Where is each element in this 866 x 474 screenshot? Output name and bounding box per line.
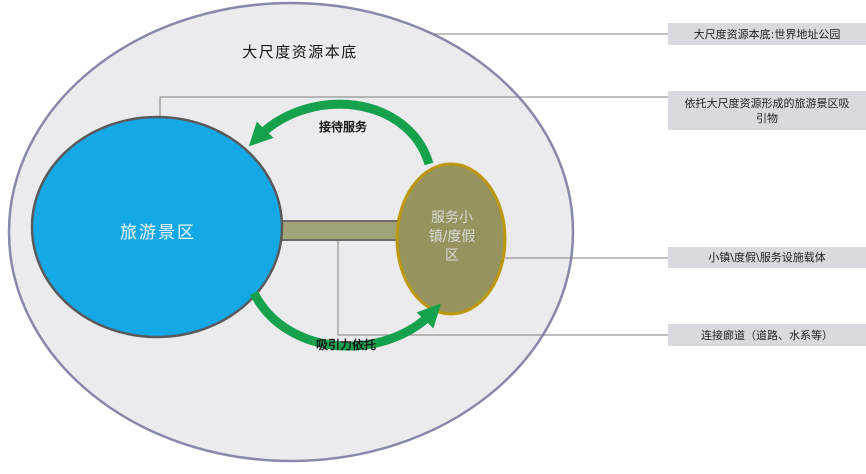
connector-line-corridor xyxy=(337,240,668,336)
service-town-label-line1: 服务小 xyxy=(431,210,473,226)
reception-service-label: 接待服务 xyxy=(318,120,367,134)
annotation-corridor: 连接廊道（道路、水系等） xyxy=(668,324,866,346)
connecting-corridor-bar xyxy=(271,220,407,241)
attraction-reliance-label: 吸引力依托 xyxy=(315,338,376,352)
service-town-label: 服务小 镇/度假 区 xyxy=(410,209,494,266)
annotation-resource-base: 大尺度资源本底:世界地址公园 xyxy=(668,23,866,45)
annotation-attraction: 依托大尺度资源形成的旅游景区吸引物 xyxy=(668,91,866,130)
attraction-reliance-arrow xyxy=(249,290,442,351)
service-town-ellipse xyxy=(395,162,507,316)
reception-service-arrow xyxy=(248,99,434,166)
annotation-town-carrier: 小镇\度假\服务设施载体 xyxy=(668,247,866,268)
service-town-label-line3: 区 xyxy=(445,248,459,264)
scenic-area-label: 旅游景区 xyxy=(120,223,196,243)
service-town-label-line2: 镇/度假 xyxy=(428,229,476,245)
connector-line-attraction xyxy=(159,96,668,117)
resource-base-title: 大尺度资源本底 xyxy=(242,43,358,61)
scenic-area-ellipse xyxy=(30,115,284,339)
